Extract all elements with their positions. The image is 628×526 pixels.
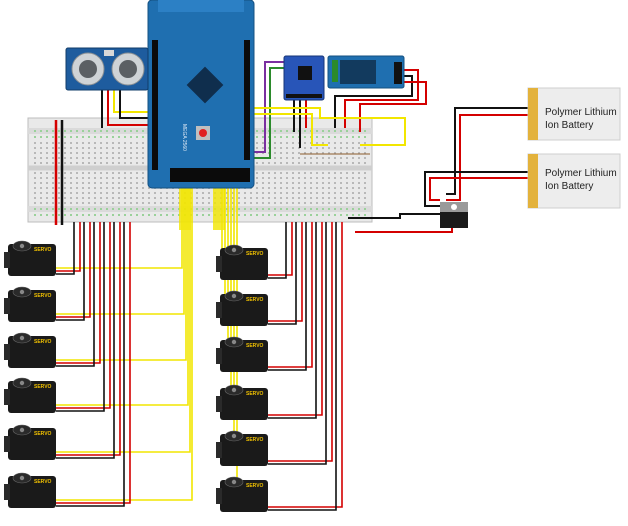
- servo-left-6: SERVO: [4, 472, 56, 508]
- servo-label: SERVO: [246, 343, 264, 349]
- arduino-board: MEGA 2560: [147, 0, 255, 189]
- servo-label: SERVO: [34, 293, 52, 299]
- servo-right-4: SERVO: [216, 384, 268, 420]
- servo-label: SERVO: [34, 247, 52, 253]
- servo-label: SERVO: [246, 297, 264, 303]
- bluetooth-module: [327, 55, 405, 89]
- servo-left-3: SERVO: [4, 332, 56, 368]
- servo-right-1: SERVO: [216, 244, 268, 280]
- servo-right-2: SERVO: [216, 290, 268, 326]
- battery-2-line2: Ion Battery: [545, 181, 593, 192]
- servo-label: SERVO: [246, 391, 264, 397]
- servos: SERVO SERVO SERVO SERVO SERVO SERVO SERVO SERVO…: [4, 240, 268, 512]
- servo-left-1: SERVO: [4, 240, 56, 276]
- servo-left-5: SERVO: [4, 424, 56, 460]
- servo-label: SERVO: [34, 479, 52, 485]
- voltage-regulator: [440, 202, 468, 228]
- servo-right-3: SERVO: [216, 336, 268, 372]
- gyro-module: [283, 55, 325, 101]
- battery-1: Polymer Lithium Ion Battery: [527, 87, 621, 141]
- servo-right-5: SERVO: [216, 430, 268, 466]
- servo-right-6: SERVO: [216, 476, 268, 512]
- battery-1-line1: Polymer Lithium: [545, 107, 617, 118]
- servo-left-2: SERVO: [4, 286, 56, 322]
- servo-wires: [56, 186, 343, 511]
- battery-1-line2: Ion Battery: [545, 120, 593, 131]
- arduino-board-text: MEGA 2560: [181, 124, 187, 151]
- ultrasonic-sensor: [65, 47, 149, 91]
- servo-left-4: SERVO: [4, 377, 56, 413]
- battery-2-line1: Polymer Lithium: [545, 168, 617, 179]
- servo-label: SERVO: [246, 251, 264, 257]
- wires: [54, 61, 530, 233]
- servo-label: SERVO: [34, 431, 52, 437]
- battery-2: Polymer Lithium Ion Battery: [527, 153, 621, 209]
- servo-label: SERVO: [34, 339, 52, 345]
- servo-label: SERVO: [246, 437, 264, 443]
- servo-label: SERVO: [34, 384, 52, 390]
- servo-label: SERVO: [246, 483, 264, 489]
